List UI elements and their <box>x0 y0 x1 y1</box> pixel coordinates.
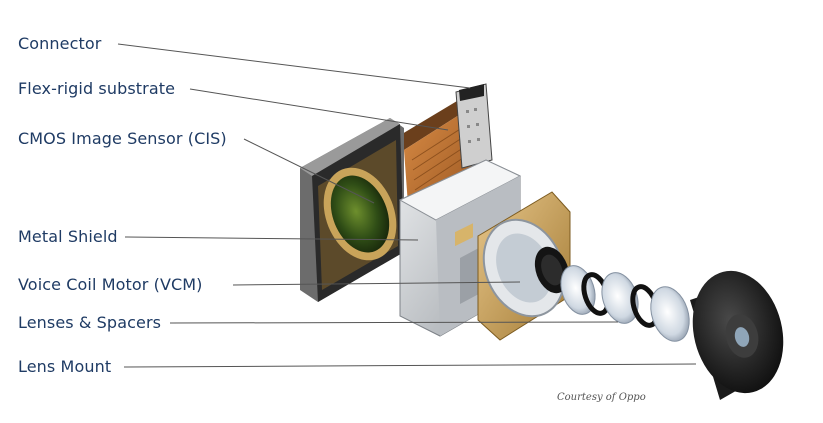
vcm-leader-line <box>232 281 521 286</box>
label-voice-coil-motor: Voice Coil Motor (VCM) <box>18 275 203 294</box>
leader-lines <box>117 43 697 368</box>
label-flex-rigid-substrate: Flex-rigid substrate <box>18 79 176 98</box>
label-connector: Connector <box>18 34 102 53</box>
flex-leader-line <box>189 88 449 131</box>
lens-mount-part <box>690 270 784 400</box>
shield-leader-line <box>124 236 419 241</box>
connector-leader-line <box>117 43 471 89</box>
cmos-leader-line <box>243 138 375 204</box>
label-cmos-image-sensor: CMOS Image Sensor (CIS) <box>18 129 227 148</box>
lenses-and-spacers-part <box>560 265 690 342</box>
mount-leader-line <box>123 363 697 368</box>
vcm-part <box>477 191 571 341</box>
cmos-sensor-part <box>300 118 404 302</box>
label-metal-shield: Metal Shield <box>18 227 118 246</box>
image-credit: Courtesy of Oppo <box>557 392 646 403</box>
connector-part <box>455 83 493 169</box>
flex-rigid-substrate <box>392 98 472 205</box>
label-lens-mount: Lens Mount <box>18 357 112 376</box>
lenses-leader-line <box>169 321 619 324</box>
label-lenses-spacers: Lenses & Spacers <box>18 313 162 332</box>
